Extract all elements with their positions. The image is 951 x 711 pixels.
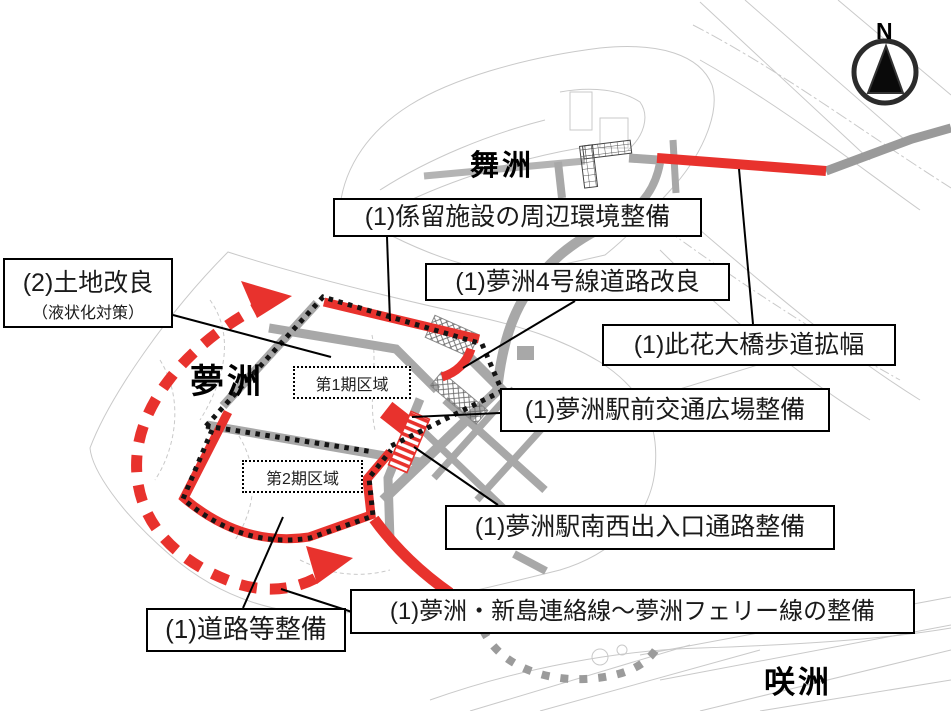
yumeshima-inner-dash-4: [299, 559, 391, 575]
ferry-route-dotted: [479, 628, 661, 684]
yumeshima-outline: [89, 251, 657, 615]
red-se-connector-road: [369, 515, 454, 598]
phase-boundary: [179, 294, 506, 543]
yumeshima-inner-dash-1: [199, 299, 225, 421]
red-north-boundary-road: [322, 297, 481, 344]
east-street-2: [699, 229, 921, 401]
topright-street-4: [699, 59, 921, 211]
red-yume4go-road: [440, 347, 476, 382]
zone-label-phase2: 第2期区域: [242, 460, 363, 493]
callout-konohana-bridge: (1)此花大橋歩道拡幅: [602, 324, 896, 366]
road-bridge-east-approach: [824, 123, 951, 176]
callout-land-improvement-line2: （液状化対策）: [31, 305, 144, 322]
sakishima-tank-1: [591, 648, 609, 666]
zone-label-phase1: 第1期区域: [293, 366, 411, 399]
sakishima-street-4: [659, 624, 951, 681]
red-loop-arrowhead-north-icon: [241, 281, 292, 318]
callout-land-improvement: (2)土地改良 （液状化対策）: [3, 258, 173, 328]
callout-ferry-connection-line: (1)夢洲・新島連絡線～夢洲フェリー線の整備: [350, 589, 915, 634]
sakishima-street-5: [699, 649, 951, 711]
maishima-building-1: [569, 91, 593, 131]
road-maishima-stub-1: [554, 161, 566, 199]
sakishima-street-2: [539, 649, 761, 711]
road-east-4: [474, 420, 550, 503]
red-konohana-bridge: [656, 153, 827, 176]
island-label-sakishima: 咲洲: [764, 665, 832, 700]
island-label-yumeshima: 夢洲: [190, 363, 264, 401]
phase1-boundary-dots: [204, 294, 506, 449]
crosshatch-area-2: [429, 371, 489, 425]
callout-land-improvement-line1: (2)土地改良: [22, 269, 154, 297]
callout-station-plaza: (1)夢洲駅前交通広場整備: [500, 388, 830, 432]
topright-rail: [692, 24, 951, 189]
callout-road-improvement: (1)道路等整備: [146, 608, 346, 652]
road-yumemai-approach: [492, 215, 621, 393]
road-bridge-west-approach: [628, 153, 659, 165]
red-striped-station-block: [387, 410, 431, 474]
callout-yume4go-road: (1)夢洲4号線道路改良: [425, 263, 730, 301]
road-maishima-stub-2: [669, 139, 680, 194]
road-south-stub: [512, 550, 548, 575]
compass-icon: [851, 38, 919, 106]
maishima-inner-line-1: [379, 119, 546, 191]
sakishima-street-6: [759, 679, 951, 711]
sakishima-coast: [429, 627, 951, 701]
red-dashed-loop: [131, 297, 330, 595]
leader-yume4go: [462, 300, 576, 369]
leader-mooring: [386, 236, 391, 322]
building-block-gray: [517, 346, 534, 360]
leader-tochi: [172, 314, 332, 358]
phase2-boundary-dots: [179, 429, 393, 543]
callout-station-southwest-entrance: (1)夢洲駅南西出入口通路整備: [445, 505, 835, 550]
island-label-maishima: 舞洲: [470, 150, 535, 182]
leader-nansei: [413, 446, 499, 506]
callout-mooring-facility: (1)係留施設の周辺環境整備: [333, 198, 702, 237]
phase-middle-boundary-dots: [205, 423, 375, 455]
red-loop-arrowhead-south-icon: [306, 546, 353, 584]
sakishima-tank-2: [616, 644, 628, 656]
topright-street-1: [699, 1, 871, 161]
maishima-inner-line-3: [559, 88, 646, 151]
compass-needle-icon: [866, 43, 905, 94]
leader-konohana: [738, 168, 754, 325]
topright-street-2: [744, 0, 906, 141]
red-routes: [131, 153, 827, 598]
road-east-2: [413, 421, 515, 519]
compass-north-label: N: [876, 18, 893, 44]
leader-ekimae: [411, 412, 501, 418]
leader-doro: [242, 516, 284, 609]
road-north-inner: [268, 323, 441, 394]
mooring-grid-area-v: [578, 144, 599, 189]
